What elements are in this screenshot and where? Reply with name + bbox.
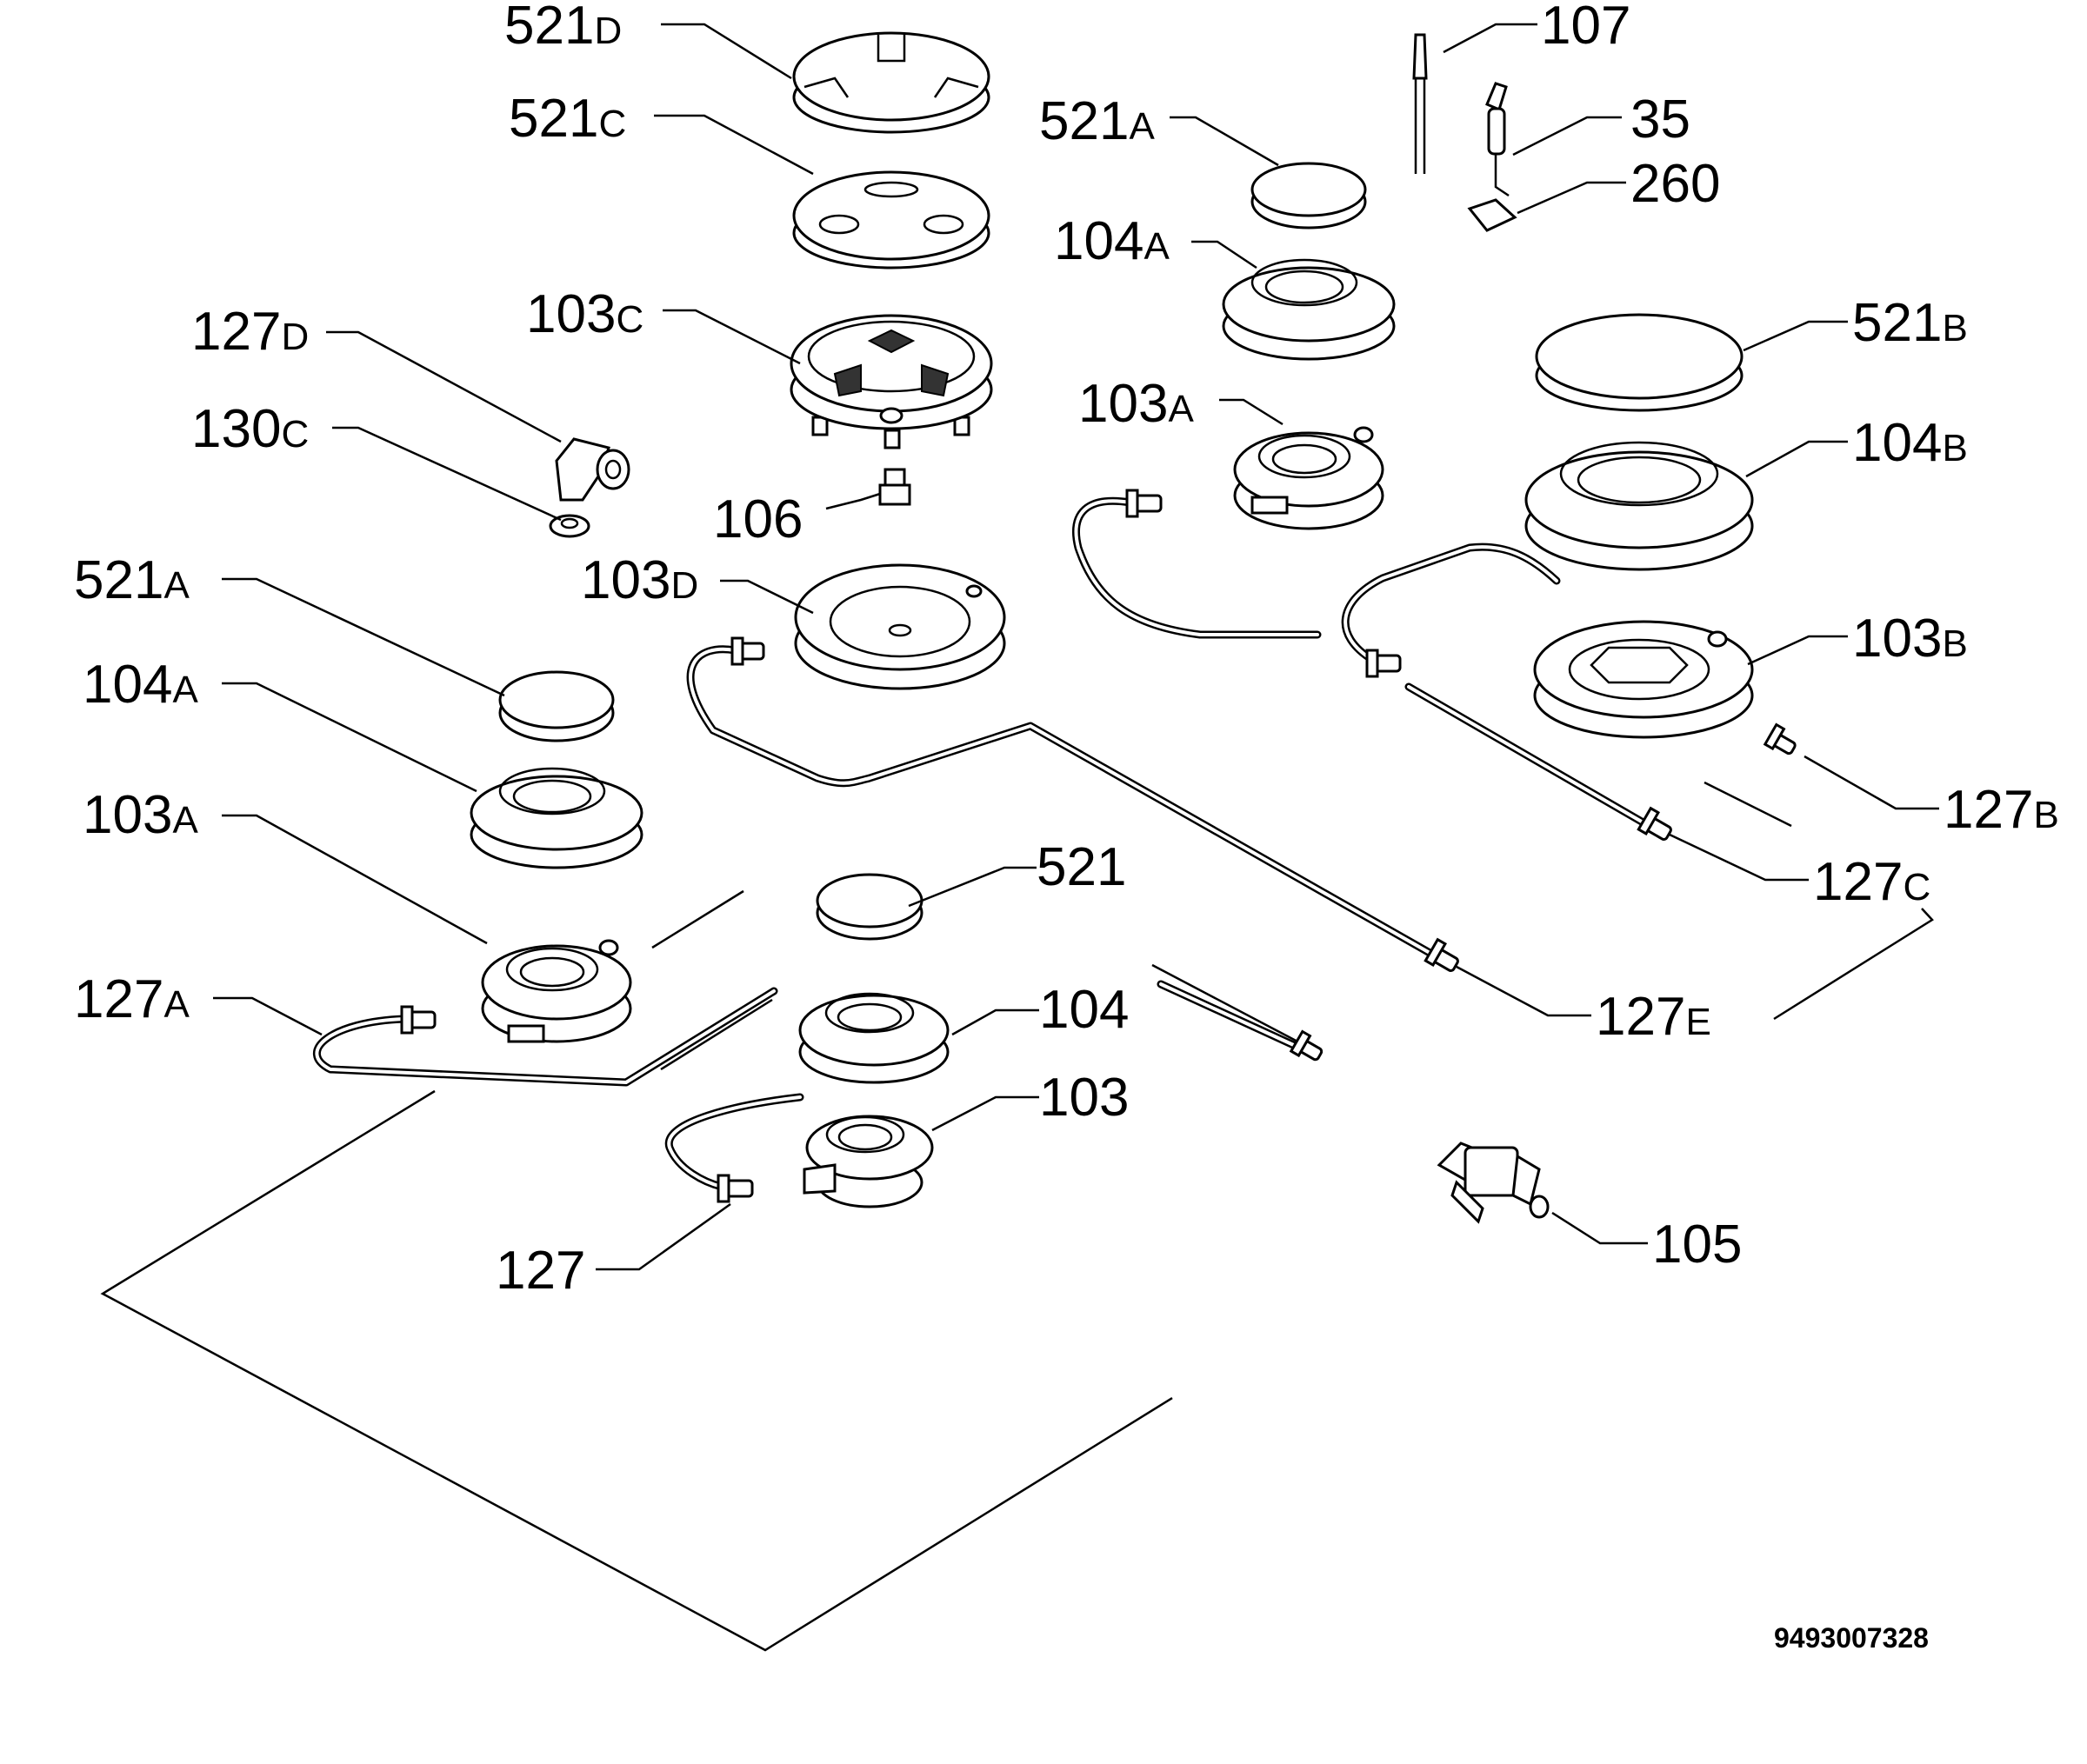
burner-103d: [794, 563, 1006, 690]
leader-lines: [213, 23, 1939, 1271]
burner-103c: [790, 314, 993, 449]
fitting-127-103a-right: [1125, 489, 1163, 518]
label-521c: 521C: [509, 89, 626, 149]
hob-outline: [100, 781, 1934, 1652]
label-107: 107: [1541, 0, 1630, 56]
label-127d: 127D: [191, 302, 309, 362]
label-103c: 103C: [526, 284, 643, 344]
label-127: 127: [496, 1241, 585, 1301]
label-521: 521: [1037, 837, 1126, 897]
burner-cap-521a-right: [1250, 162, 1367, 230]
label-127b: 127B: [1944, 780, 2059, 840]
burner-103: [803, 1115, 934, 1208]
label-103: 103: [1039, 1068, 1129, 1128]
label-130c: 130C: [191, 399, 309, 459]
label-104b: 104B: [1852, 413, 1968, 473]
burner-cap-521d: [792, 31, 990, 134]
fitting-127d-top: [730, 636, 765, 666]
label-104a-left: 104A: [83, 655, 198, 715]
label-521a-left: 521A: [74, 550, 190, 610]
label-35: 35: [1630, 90, 1690, 150]
burner-head-104: [798, 992, 950, 1084]
clip-260: [1467, 198, 1517, 232]
label-103b: 103B: [1852, 609, 1968, 669]
label-521b: 521B: [1852, 293, 1968, 353]
label-103d: 103D: [581, 550, 698, 610]
burner-head-104a-left: [470, 767, 643, 869]
pipe-fittings: [400, 489, 1797, 1203]
fitting-127c-top: [1365, 649, 1402, 678]
label-104: 104: [1039, 980, 1129, 1040]
valve-105: [1437, 1142, 1550, 1224]
label-521a-right: 521A: [1039, 91, 1155, 151]
thermocouple-107: [1412, 33, 1428, 174]
burner-head-104a-right: [1222, 258, 1396, 361]
label-106: 106: [713, 489, 803, 549]
part-labels: 521D 521C 103C 127D 130C 106 103D 521A 1…: [74, 0, 2059, 1654]
burner-cap-521a-left: [498, 670, 615, 742]
label-104a-right: 104A: [1054, 211, 1170, 271]
fitting-extra: [1289, 1029, 1324, 1062]
drawing-code: 9493007328: [1774, 1622, 1929, 1654]
fitting-127b: [1763, 722, 1797, 756]
label-127a: 127A: [74, 969, 190, 1029]
label-260: 260: [1630, 154, 1720, 214]
burner-103b: [1533, 620, 1754, 739]
label-521d: 521D: [504, 0, 622, 56]
label-103a-left: 103A: [83, 785, 198, 845]
burner-head-104b: [1524, 441, 1754, 571]
burner-cap-521c: [792, 170, 990, 270]
label-127e: 127E: [1596, 987, 1711, 1047]
fitting-127a: [400, 1005, 437, 1035]
fitting-127e: [1424, 937, 1459, 972]
fitting-127: [717, 1174, 754, 1203]
gas-pipes: [313, 496, 1661, 1191]
burner-103a-right: [1233, 426, 1384, 530]
burner-cap-521b: [1535, 313, 1744, 412]
label-127c: 127C: [1813, 852, 1930, 912]
burner-103a-left: [481, 939, 632, 1043]
elbow-127d: [555, 437, 630, 502]
injector-106: [878, 468, 911, 506]
burner-cap-521: [816, 873, 923, 941]
label-105: 105: [1652, 1215, 1742, 1275]
electrode-35: [1485, 82, 1510, 197]
washer-130c: [549, 514, 590, 538]
label-103a-right: 103A: [1078, 374, 1194, 434]
fitting-127c: [1637, 806, 1672, 841]
